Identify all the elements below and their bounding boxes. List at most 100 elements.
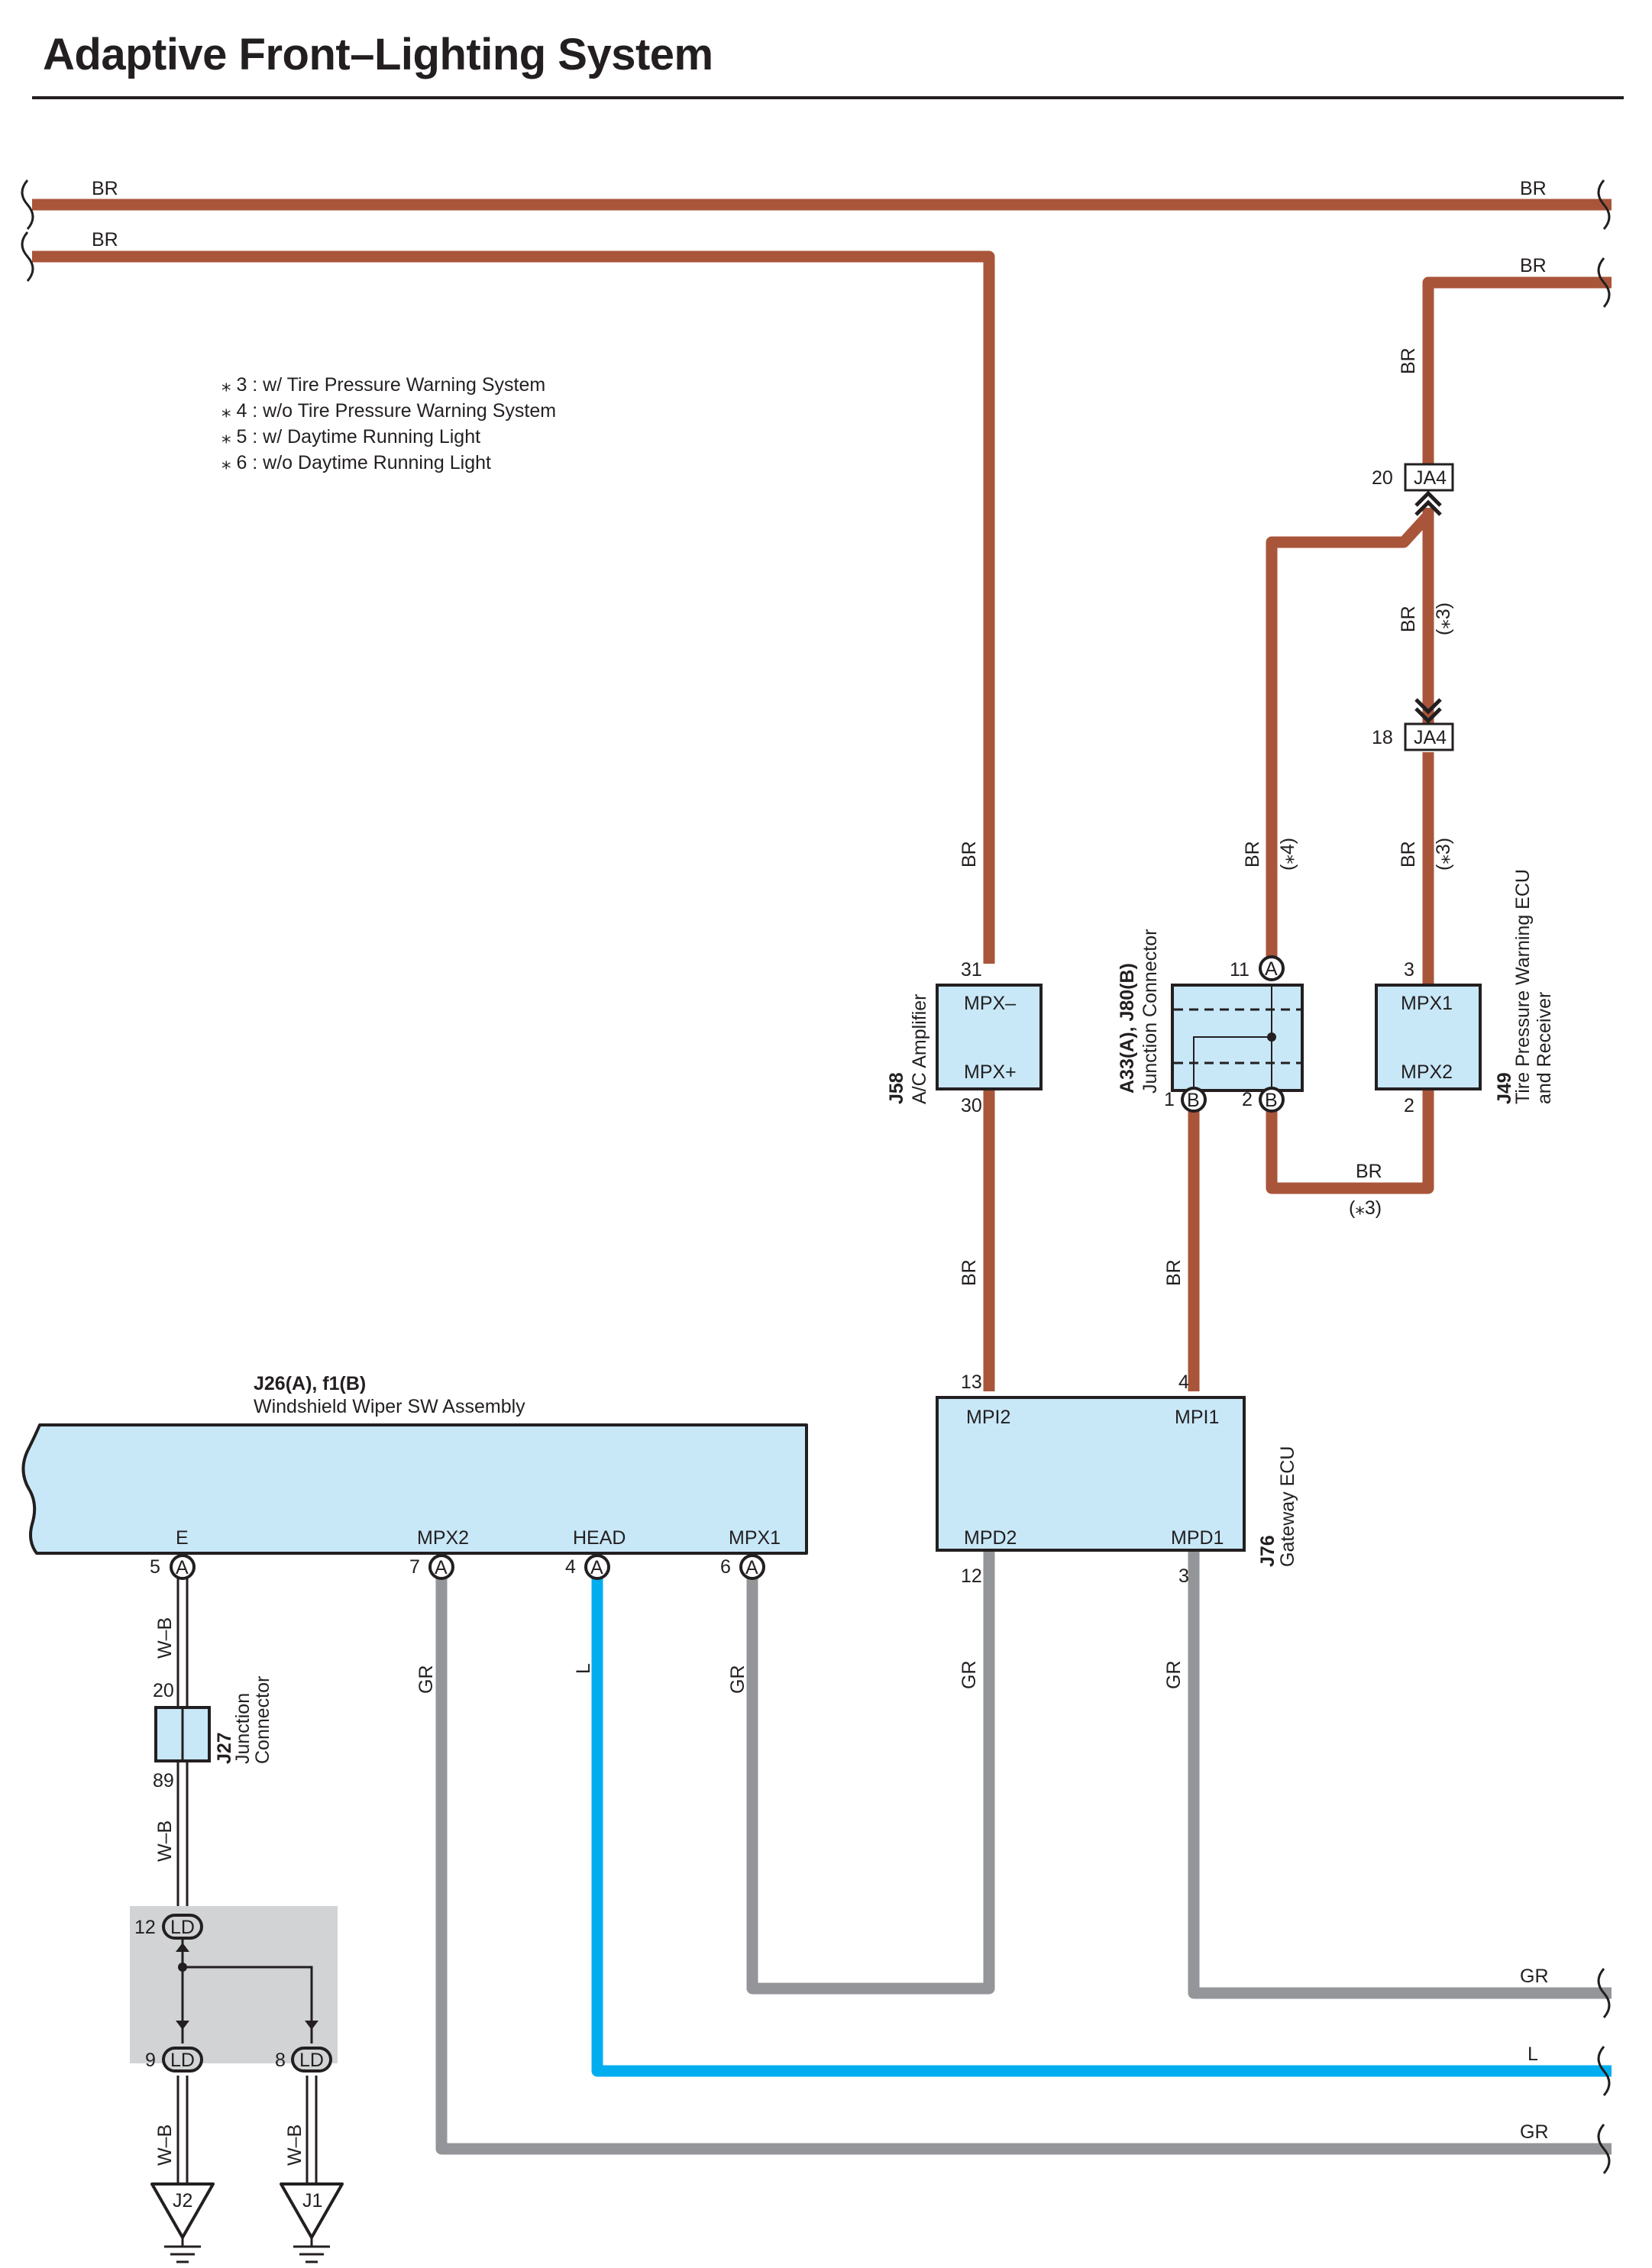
j49-name-line1: Tire Pressure Warning ECU	[1512, 869, 1534, 1104]
j76-pin-mpi1: MPI1	[1175, 1407, 1219, 1428]
wire-labels: BR BR BR BR BR BR BR BR (⁎4) BR BR (⁎3) …	[92, 178, 1549, 2166]
j26-connector-a: A	[745, 1557, 758, 1578]
j49-pin-mpx2: MPX2	[1401, 1061, 1453, 1083]
ld-label: LD	[170, 1917, 195, 1938]
j49-pin-3: 3	[1404, 959, 1414, 981]
j58-pin-30: 30	[961, 1095, 982, 1116]
a33-pin-2: 2	[1242, 1089, 1253, 1110]
wire-label-wb: W–B	[154, 1821, 176, 1862]
wire-label-l: L	[573, 1663, 594, 1674]
j27-name-line1: Junction	[232, 1693, 254, 1764]
wire-note-3: (⁎3)	[1433, 603, 1454, 635]
wire-label-gr: GR	[727, 1665, 748, 1695]
j49-tire-pressure-ecu: MPX1 MPX2 3 2 J49 Tire Pressure Warning …	[1375, 869, 1555, 1116]
j76-pin-mpd1: MPD1	[1171, 1527, 1224, 1549]
a33-connector-b: B	[1265, 1090, 1278, 1111]
ja4-label: JA4	[1414, 467, 1447, 489]
wire-break-marks	[21, 179, 1611, 2174]
j76-pin-mpi2: MPI2	[966, 1407, 1010, 1428]
title-rule	[32, 96, 1624, 99]
wire-note-4: (⁎4)	[1277, 838, 1298, 871]
ja4-pin-20: 20	[1372, 467, 1393, 489]
j27-pin-89: 89	[153, 1770, 174, 1791]
j27-id: J27	[214, 1732, 235, 1764]
a33-name: Junction Connector	[1140, 929, 1161, 1094]
wire-label-br: BR	[959, 841, 980, 867]
j76-pin-3: 3	[1178, 1565, 1189, 1587]
wire-label-br: BR	[1520, 178, 1547, 199]
j76-name: Gateway ECU	[1277, 1446, 1298, 1567]
ground-j2-label: J2	[173, 2190, 192, 2211]
j58-pin-mpx-minus: MPX–	[964, 993, 1016, 1014]
ja4-pin-18: 18	[1372, 727, 1393, 748]
ground-j2: J2	[150, 2182, 215, 2263]
j58-pin-mpx-plus: MPX+	[964, 1061, 1017, 1083]
note-4: ⁎ 4 : w/o Tire Pressure Warning System	[221, 400, 556, 422]
wire-label-wb: W–B	[284, 2124, 306, 2166]
j49-pin-mpx1: MPX1	[1401, 993, 1453, 1014]
wire-label-gr: GR	[1520, 1966, 1549, 1987]
wire-label-br: BR	[1398, 606, 1419, 632]
wire-br-ja4-splice	[1266, 508, 1434, 960]
j26-pin-4: 4	[565, 1556, 576, 1578]
ld-label: LD	[299, 2050, 324, 2071]
j49-pin-2: 2	[1404, 1095, 1414, 1116]
j76-pin-4: 4	[1178, 1371, 1189, 1393]
j26-connector-a: A	[435, 1557, 448, 1578]
wire-gr-mpd1	[1188, 1552, 1612, 1999]
j27-junction-connector: 20 89 J27 Junction Connector	[153, 1676, 273, 1791]
wire-label-br: BR	[959, 1259, 980, 1286]
ld-pin-12: 12	[134, 1917, 156, 1938]
j26-pin-5: 5	[150, 1556, 160, 1578]
j26-pin-6: 6	[720, 1556, 731, 1578]
j49-name-line2: and Receiver	[1534, 992, 1555, 1104]
j76-gateway-ecu: MPI2 MPI1 MPD2 MPD1 13 4 12 3 J76 Gatewa…	[936, 1371, 1298, 1587]
ground-j1: J1	[280, 2182, 344, 2263]
j26-windshield-wiper-switch: J26(A), f1(B) Windshield Wiper SW Assemb…	[21, 1373, 808, 1580]
a33-junction-connector: A 11 B 1 B 2 A33(A), J80(B) Junction Con…	[1117, 929, 1304, 1113]
wire-gr-mpd2	[746, 1552, 995, 1995]
wire-wb-e-j27	[176, 1567, 318, 2184]
wire-label-gr: GR	[415, 1665, 437, 1695]
j26-pin-head: HEAD	[573, 1527, 626, 1549]
wire-label-br: BR	[1163, 1259, 1185, 1286]
wire-label-br: BR	[92, 229, 118, 250]
wire-label-gr: GR	[1520, 2121, 1549, 2143]
ground-j1-label: J1	[302, 2190, 322, 2211]
j76-pin-12: 12	[961, 1565, 982, 1587]
notes: ⁎ 3 : w/ Tire Pressure Warning System ⁎ …	[221, 374, 556, 473]
j26-pin-mpx2: MPX2	[417, 1527, 469, 1549]
ja4-label: JA4	[1414, 727, 1447, 748]
j58-id: J58	[886, 1072, 907, 1104]
j26-id: J26(A), f1(B)	[254, 1373, 366, 1394]
wire-l-head	[591, 1567, 1612, 2077]
j26-name: Windshield Wiper SW Assembly	[254, 1396, 525, 1417]
j49-id: J49	[1494, 1072, 1515, 1104]
j26-connector-a: A	[176, 1557, 189, 1578]
j26-connector-a: A	[590, 1557, 603, 1578]
wire-br-top-2	[32, 250, 995, 964]
note-6: ⁎ 6 : w/o Daytime Running Light	[221, 452, 491, 473]
wire-br-junction-j49	[1266, 1086, 1434, 1194]
a33-connector-b: B	[1187, 1090, 1200, 1111]
j76-id: J76	[1257, 1535, 1279, 1567]
wire-note-3: (⁎3)	[1349, 1197, 1382, 1219]
j27-name-line2: Connector	[252, 1676, 273, 1764]
wire-label-br: BR	[1242, 841, 1263, 867]
j58-ac-amplifier: MPX– MPX+ 31 30 J58 A/C Amplifier	[886, 959, 1043, 1116]
wire-label-wb: W–B	[154, 1617, 176, 1659]
a33-connector-a: A	[1265, 958, 1278, 980]
j76-pin-13: 13	[961, 1371, 982, 1393]
wire-label-br: BR	[1398, 841, 1419, 867]
a33-id: A33(A), J80(B)	[1117, 963, 1138, 1094]
wire-label-gr: GR	[1163, 1661, 1185, 1690]
j58-name: A/C Amplifier	[909, 994, 930, 1104]
j58-pin-31: 31	[961, 959, 982, 981]
note-3: ⁎ 3 : w/ Tire Pressure Warning System	[221, 374, 545, 396]
wire-label-wb: W–B	[154, 2124, 176, 2166]
wire-br-right-feed	[1422, 276, 1612, 467]
ja4-connector: JA4 20 JA4 18	[1372, 463, 1454, 751]
ld-pin-9: 9	[145, 2050, 156, 2071]
j26-pin-mpx1: MPX1	[729, 1527, 781, 1549]
